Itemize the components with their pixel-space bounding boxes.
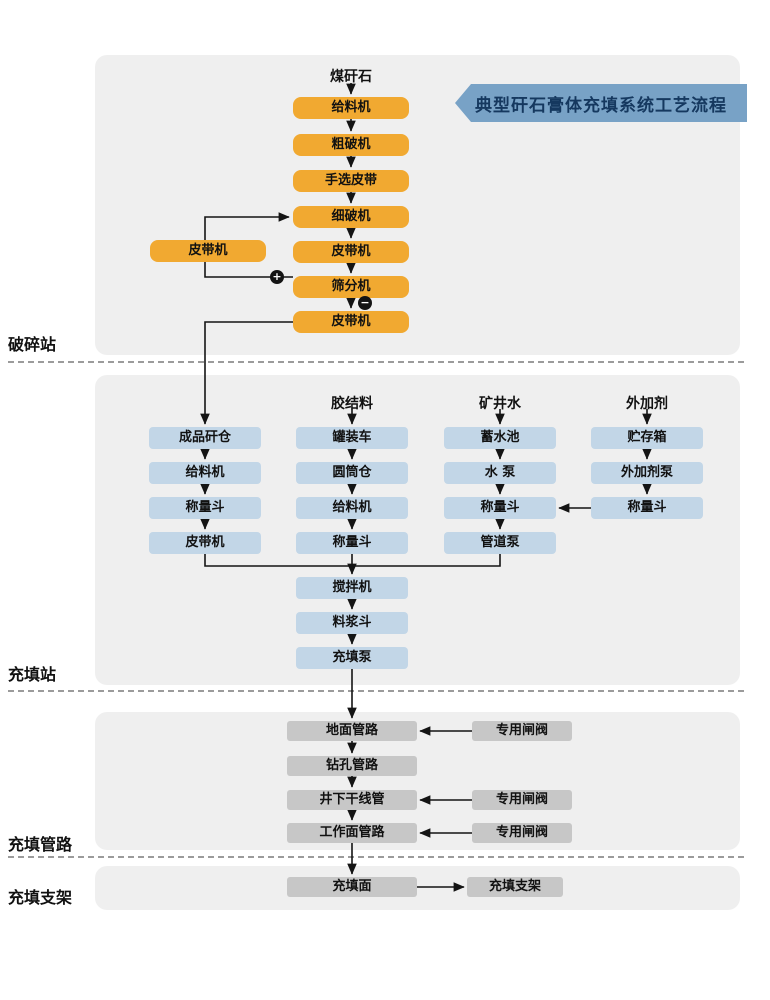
node-return-belt-conveyor: 皮带机 xyxy=(150,240,266,262)
node-weighing-hopper-1: 称量斗 xyxy=(149,497,261,519)
node-screening-machine: 筛分机 xyxy=(293,276,409,298)
node-gate-valve-2: 专用闸阀 xyxy=(472,790,572,810)
title-banner: 典型矸石膏体充填系统工艺流程 xyxy=(455,84,747,122)
column-header-mine-water: 矿井水 xyxy=(479,396,521,412)
node-ground-pipeline: 地面管路 xyxy=(287,721,417,741)
node-storage-tank: 贮存箱 xyxy=(591,427,703,449)
node-feeder-3: 给料机 xyxy=(296,497,408,519)
node-borehole-pipeline: 钻孔管路 xyxy=(287,756,417,776)
node-filling-support: 充填支架 xyxy=(467,877,563,897)
dashed-separator-3 xyxy=(8,856,744,858)
node-filling-pump: 充填泵 xyxy=(296,647,408,669)
node-belt-conveyor-2: 皮带机 xyxy=(293,311,409,333)
panel-filling-support xyxy=(95,866,740,910)
dashed-separator-2 xyxy=(8,690,744,692)
column-header-binder: 胶结料 xyxy=(331,396,373,412)
node-pipeline-pump: 管道泵 xyxy=(444,532,556,554)
node-feeder-1: 给料机 xyxy=(293,97,409,119)
panel-filling-station xyxy=(95,375,740,685)
node-tanker-truck: 罐装车 xyxy=(296,427,408,449)
node-weighing-hopper-2: 称量斗 xyxy=(296,532,408,554)
node-feeder-2: 给料机 xyxy=(149,462,261,484)
node-additive-pump: 外加剂泵 xyxy=(591,462,703,484)
section-label-filling: 充填站 xyxy=(8,665,57,684)
node-underground-trunk-pipe: 井下干线管 xyxy=(287,790,417,810)
node-water-pump: 水 泵 xyxy=(444,462,556,484)
node-working-face-pipeline: 工作面管路 xyxy=(287,823,417,843)
panel-filling-pipeline xyxy=(95,712,740,850)
node-fine-crusher: 细破机 xyxy=(293,206,409,228)
node-gate-valve-1: 专用闸阀 xyxy=(472,721,572,741)
banner-title: 典型矸石膏体充填系统工艺流程 xyxy=(475,95,727,116)
node-slurry-hopper: 料浆斗 xyxy=(296,612,408,634)
node-weighing-hopper-4: 称量斗 xyxy=(591,497,703,519)
source-coal-gangue: 煤矸石 xyxy=(330,69,372,85)
node-hand-sorting-belt: 手选皮带 xyxy=(293,170,409,192)
node-cylindrical-silo: 圆筒仓 xyxy=(296,462,408,484)
column-header-additive: 外加剂 xyxy=(626,396,668,412)
node-belt-conveyor-3: 皮带机 xyxy=(149,532,261,554)
section-label-crushing: 破碎站 xyxy=(8,335,57,354)
section-label-support: 充填支架 xyxy=(8,888,73,907)
node-gate-valve-3: 专用闸阀 xyxy=(472,823,572,843)
oversize-plus-icon: + xyxy=(270,270,284,284)
node-weighing-hopper-3: 称量斗 xyxy=(444,497,556,519)
node-gangue-bin: 成品矸仓 xyxy=(149,427,261,449)
node-reservoir: 蓄水池 xyxy=(444,427,556,449)
section-label-pipeline: 充填管路 xyxy=(8,835,73,854)
node-coarse-crusher: 粗破机 xyxy=(293,134,409,156)
dashed-separator-1 xyxy=(8,361,744,363)
node-belt-conveyor-1: 皮带机 xyxy=(293,241,409,263)
undersize-minus-icon: − xyxy=(358,296,372,310)
node-mixer: 搅拌机 xyxy=(296,577,408,599)
node-filling-face: 充填面 xyxy=(287,877,417,897)
